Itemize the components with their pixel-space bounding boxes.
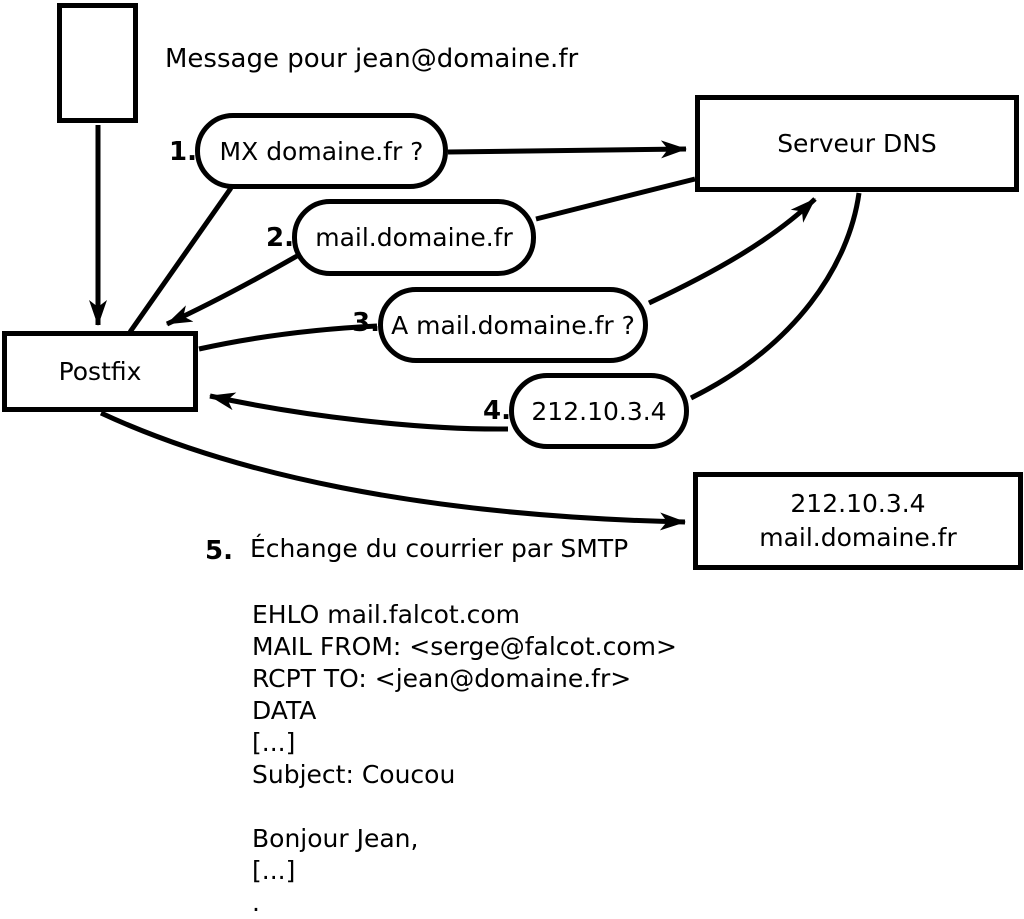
smtp-line-subject: Subject: Coucou <box>252 760 456 789</box>
smtp-line-mail-from: MAIL FROM: <serge@falcot.com> <box>252 632 677 661</box>
step5-number: 5. <box>205 536 233 566</box>
step3-number: 3. <box>352 308 380 338</box>
arrow-postfix-to-mailserver <box>99 410 686 531</box>
step5-label: Échange du courrier par SMTP <box>250 534 629 563</box>
query3-a-record-pill: A mail.domaine.fr ? <box>378 287 648 363</box>
smtp-line-ehlo: EHLO mail.falcot.com <box>252 600 521 629</box>
smtp-line-blank <box>252 791 677 823</box>
smtp-line-data: DATA <box>252 696 317 725</box>
smtp-line-ellipsis-1: [...] <box>252 728 296 757</box>
postfix-label: Postfix <box>58 357 142 386</box>
smtp-line-end-dot: . <box>252 888 260 917</box>
mail-server-box: 212.10.3.4 mail.domaine.fr <box>693 472 1023 570</box>
answer4-label: 212.10.3.4 <box>531 396 667 426</box>
sender-box <box>57 3 138 123</box>
answer2-label: mail.domaine.fr <box>315 223 513 252</box>
line-dns-to-answer2 <box>535 176 696 222</box>
line-postfix-to-query1 <box>127 186 234 334</box>
query1-label: MX domaine.fr ? <box>219 136 424 166</box>
dns-server-box: Serveur DNS <box>695 95 1019 192</box>
smtp-line-ellipsis-2: [...] <box>252 856 296 885</box>
query1-mx-pill: MX domaine.fr ? <box>195 113 448 189</box>
smtp-line-greeting: Bonjour Jean, <box>252 824 419 853</box>
mail-server-hostname: mail.domaine.fr <box>759 523 957 552</box>
dns-server-label: Serveur DNS <box>777 129 937 158</box>
arrow-query3-to-dns <box>647 197 817 306</box>
arrow-query1-to-dns <box>447 140 687 159</box>
arrow-answer4-to-postfix <box>209 392 509 432</box>
answer2-mailhost-pill: mail.domaine.fr <box>292 199 536 276</box>
step2-number: 2. <box>266 223 294 253</box>
arrow-answer2-to-postfix <box>165 253 299 327</box>
mail-server-ip: 212.10.3.4 <box>790 489 926 518</box>
line-postfix-to-query3 <box>198 323 378 352</box>
smtp-transcript: EHLO mail.falcot.com MAIL FROM: <serge@f… <box>252 599 677 919</box>
smtp-line-rcpt-to: RCPT TO: <jean@domaine.fr> <box>252 664 632 693</box>
query3-label: A mail.domaine.fr ? <box>391 310 635 340</box>
message-label: Message pour jean@domaine.fr <box>165 44 579 74</box>
answer4-ip-pill: 212.10.3.4 <box>509 373 689 449</box>
step1-number: 1. <box>169 137 197 167</box>
postfix-box: Postfix <box>2 331 198 412</box>
line-dns-to-answer4 <box>689 192 862 401</box>
step4-number: 4. <box>483 396 511 426</box>
